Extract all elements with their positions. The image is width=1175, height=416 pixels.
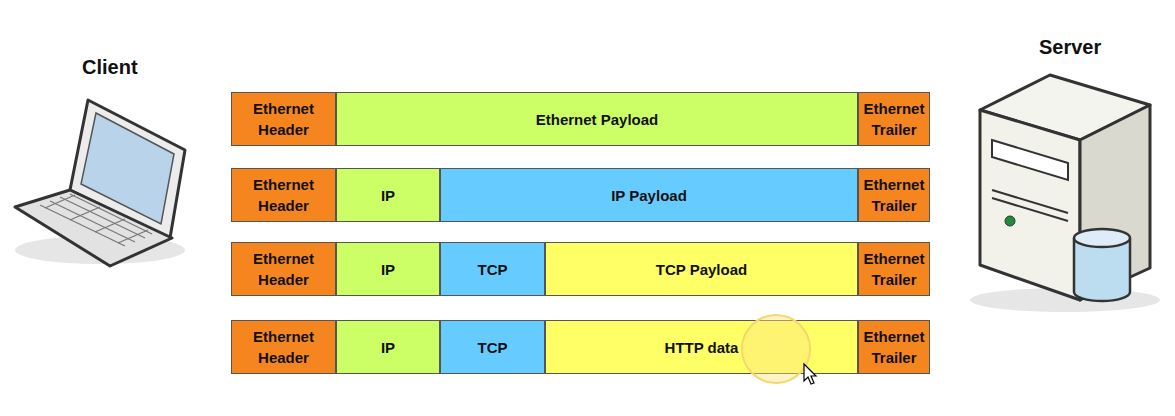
highlight-circle	[742, 315, 810, 383]
server-label: Server	[1039, 36, 1101, 59]
field-label: HTTP data	[665, 337, 739, 358]
laptop-icon	[15, 100, 185, 266]
ethernet-header: Ethernet Header	[231, 242, 336, 296]
ethernet-header: Ethernet Header	[231, 320, 336, 374]
field-label: TCP	[478, 259, 508, 280]
field-label: Ethernet Payload	[536, 109, 659, 130]
ip-header: IP	[336, 320, 440, 374]
field-label: IP	[381, 337, 395, 358]
ethernet-trailer: Ethernet Trailer	[858, 168, 930, 222]
tcp-header: TCP	[440, 320, 545, 374]
http-data: HTTP data	[545, 320, 858, 374]
ip-payload: IP Payload	[440, 168, 858, 222]
field-label: Ethernet Trailer	[863, 174, 925, 216]
field-label: IP Payload	[611, 185, 687, 206]
field-label: Ethernet Header	[236, 174, 331, 216]
field-label: Ethernet Trailer	[863, 98, 925, 140]
field-label: Ethernet Header	[236, 248, 331, 290]
field-label: IP	[381, 259, 395, 280]
field-label: TCP	[478, 337, 508, 358]
client-label: Client	[82, 56, 138, 79]
ip-header: IP	[336, 242, 440, 296]
ethernet-trailer: Ethernet Trailer	[858, 320, 930, 374]
ethernet-header: Ethernet Header	[231, 92, 336, 146]
ip-header: IP	[336, 168, 440, 222]
field-label: Ethernet Header	[236, 98, 331, 140]
server-icon	[970, 75, 1160, 312]
ethernet-header: Ethernet Header	[231, 168, 336, 222]
ethernet-trailer: Ethernet Trailer	[858, 242, 930, 296]
field-label: TCP Payload	[656, 259, 747, 280]
field-label: Ethernet Header	[236, 326, 331, 368]
field-label: Ethernet Trailer	[863, 248, 925, 290]
tcp-header: TCP	[440, 242, 545, 296]
ethernet-trailer: Ethernet Trailer	[858, 92, 930, 146]
tcp-payload: TCP Payload	[545, 242, 858, 296]
mouse-cursor	[804, 364, 816, 384]
field-label: Ethernet Trailer	[863, 326, 925, 368]
field-label: IP	[381, 185, 395, 206]
ethernet-payload: Ethernet Payload	[336, 92, 858, 146]
